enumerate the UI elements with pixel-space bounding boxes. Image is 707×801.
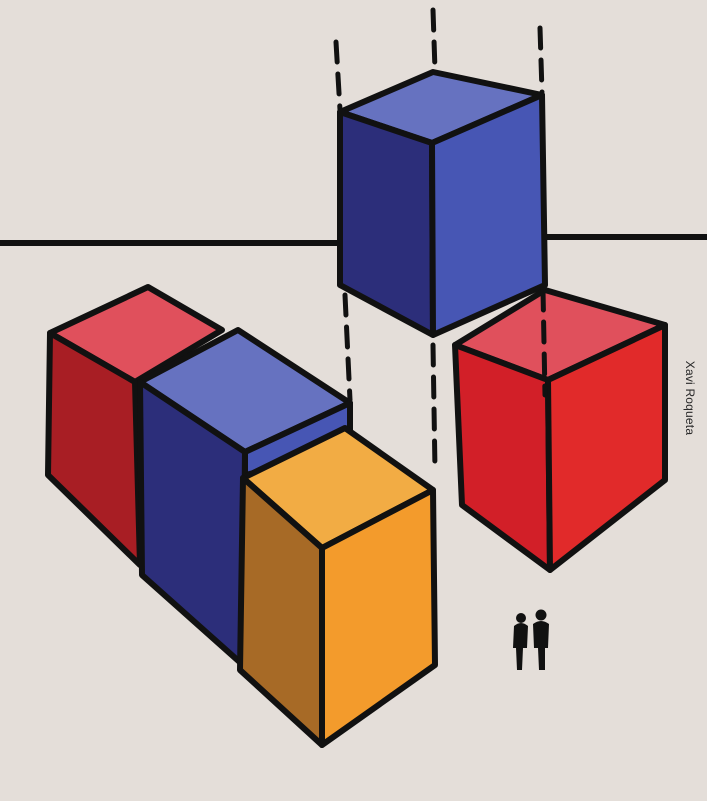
orange-block-front: [237, 425, 438, 748]
guide-line-bottom-center: [430, 342, 438, 473]
red-cube-right: [452, 287, 668, 573]
guide-line-top-center: [430, 7, 438, 73]
guide-line-bottom-right: [540, 287, 548, 398]
blue-cube-floating: [337, 69, 548, 338]
guide-line-bottom-left: [342, 292, 353, 403]
guide-line-top-left: [333, 39, 343, 113]
human-figures: [513, 609, 549, 670]
guide-line-top-right: [537, 25, 545, 95]
image-credit: Xavi Roqueta: [683, 360, 697, 436]
